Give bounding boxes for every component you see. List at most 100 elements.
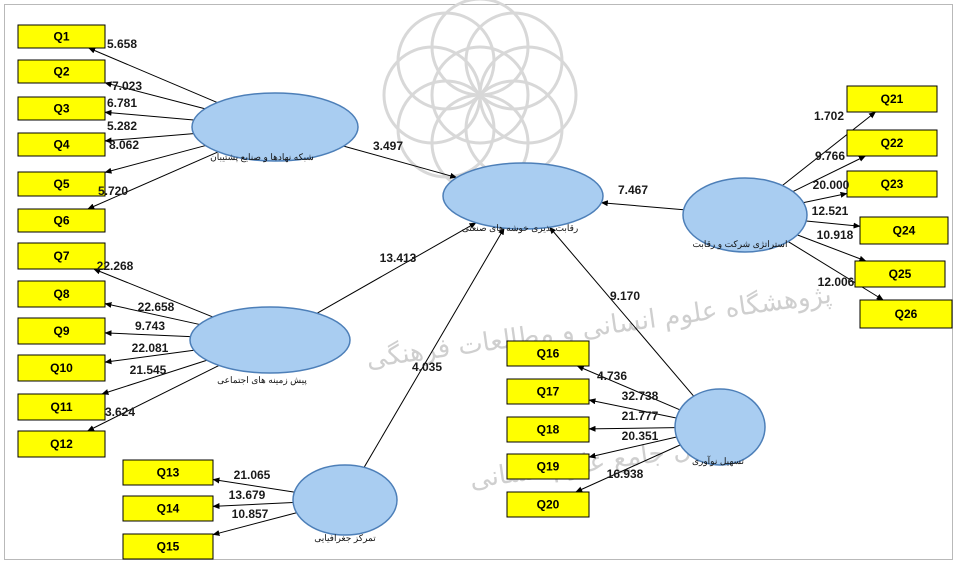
indicator-q3[interactable]: Q3	[17, 96, 106, 121]
loading-value-q4: 5.282	[107, 119, 137, 133]
indicator-box	[17, 280, 106, 308]
loading-arrow-q17	[588, 398, 677, 419]
indicator-q1[interactable]: Q1	[17, 24, 106, 49]
indicator-q4[interactable]: Q4	[17, 132, 106, 157]
indicator-q6[interactable]: Q6	[17, 208, 106, 233]
loading-value-q22: 9.766	[815, 149, 845, 163]
indicator-box	[122, 459, 214, 486]
loading-value-q20: 16.938	[607, 467, 644, 481]
indicator-label: Q18	[537, 423, 560, 437]
indicator-q20[interactable]: Q20	[506, 491, 590, 518]
loading-arrow-q2	[104, 81, 206, 110]
indicator-q17[interactable]: Q17	[506, 378, 590, 405]
indicator-q14[interactable]: Q14	[122, 495, 214, 522]
loading-arrow-q16	[576, 365, 681, 411]
indicator-q5[interactable]: Q5	[17, 171, 106, 197]
indicator-box	[17, 430, 106, 458]
latent-l3[interactable]	[292, 464, 398, 536]
loading-value-q5: 8.062	[109, 138, 139, 152]
indicator-q13[interactable]: Q13	[122, 459, 214, 486]
indicator-box	[846, 129, 938, 157]
latent-label: تسهیل نوآوری	[692, 455, 745, 467]
latent-label: پیش زمینه های اجتماعی	[217, 375, 307, 386]
indicator-q9[interactable]: Q9	[17, 317, 106, 345]
loading-value-q21: 1.702	[814, 109, 844, 123]
indicator-label: Q14	[157, 502, 180, 516]
loading-value-q16: 4.736	[597, 369, 627, 383]
indicator-q18[interactable]: Q18	[506, 416, 590, 443]
indicator-label: Q5	[53, 177, 69, 191]
diagram-frame	[4, 4, 953, 560]
path-arrow-l2	[316, 222, 477, 314]
indicator-box	[506, 416, 590, 443]
loading-value-q9: 9.743	[135, 319, 165, 333]
loading-arrow-q9	[104, 330, 191, 338]
loading-arrow-q21	[782, 111, 876, 186]
indicator-q15[interactable]: Q15	[122, 533, 214, 560]
indicator-box	[846, 85, 938, 113]
loading-value-q1: 5.658	[107, 37, 137, 51]
indicator-q22[interactable]: Q22	[846, 129, 938, 157]
loading-arrow-q15	[212, 512, 297, 536]
indicator-q23[interactable]: Q23	[846, 170, 938, 198]
indicator-box	[17, 24, 106, 49]
indicator-q24[interactable]: Q24	[859, 216, 949, 245]
loading-value-q24: 12.521	[812, 204, 849, 218]
latent-l5[interactable]	[682, 177, 808, 253]
path-value-l1: 3.497	[373, 139, 403, 153]
indicator-q10[interactable]: Q10	[17, 354, 106, 382]
indicator-label: Q9	[53, 324, 69, 338]
loading-value-q3: 6.781	[107, 96, 137, 110]
indicator-label: Q11	[50, 400, 72, 414]
indicator-box	[17, 171, 106, 197]
path-value-l6: 9.170	[610, 289, 640, 303]
indicator-label: Q21	[881, 92, 904, 106]
indicator-label: Q25	[889, 267, 912, 281]
latent-label: تمرکز جغرافیایی	[314, 533, 376, 544]
latent-l6[interactable]	[674, 388, 766, 466]
path-value-l5: 7.467	[618, 183, 648, 197]
indicator-label: Q7	[53, 249, 69, 263]
loading-value-q15: 10.857	[232, 507, 269, 521]
latent-l4[interactable]	[442, 162, 604, 230]
indicator-q25[interactable]: Q25	[854, 260, 946, 288]
indicator-box	[122, 495, 214, 522]
latent-l2[interactable]	[189, 306, 351, 374]
indicator-q19[interactable]: Q19	[506, 453, 590, 480]
indicator-box	[17, 242, 106, 270]
loading-value-q10: 22.081	[132, 341, 169, 355]
indicator-q11[interactable]: Q11	[17, 393, 106, 421]
latent-l1[interactable]	[191, 92, 359, 162]
indicator-label: Q3	[53, 102, 69, 116]
loading-arrow-q24	[806, 220, 861, 229]
loading-value-q19: 20.351	[622, 429, 659, 443]
indicator-box	[122, 533, 214, 560]
indicator-label: Q16	[537, 347, 560, 361]
indicator-q7[interactable]: Q7	[17, 242, 106, 270]
loading-value-q11: 21.545	[130, 363, 167, 377]
loading-arrow-q5	[104, 145, 206, 174]
indicator-q8[interactable]: Q8	[17, 280, 106, 308]
loading-arrow-q6	[87, 151, 219, 210]
indicator-box	[17, 317, 106, 345]
indicator-q2[interactable]: Q2	[17, 59, 106, 84]
indicator-label: Q13	[157, 466, 180, 480]
indicator-q12[interactable]: Q12	[17, 430, 106, 458]
indicator-q16[interactable]: Q16	[506, 340, 590, 367]
indicator-box	[17, 354, 106, 382]
indicator-label: Q12	[50, 437, 73, 451]
indicator-label: Q8	[53, 287, 69, 301]
indicator-box	[854, 260, 946, 288]
indicator-box	[17, 132, 106, 157]
loading-arrow-q25	[797, 234, 867, 262]
indicator-label: Q15	[157, 540, 180, 554]
loading-value-q8: 22.658	[138, 300, 175, 314]
loading-arrow-q12	[87, 364, 220, 432]
indicator-label: Q26	[895, 307, 918, 321]
loading-value-q6: 5.720	[98, 184, 128, 198]
indicator-q21[interactable]: Q21	[846, 85, 938, 113]
loading-value-q7: 22.268	[97, 259, 134, 273]
loading-arrow-q8	[104, 302, 200, 325]
indicator-q26[interactable]: Q26	[859, 299, 953, 329]
